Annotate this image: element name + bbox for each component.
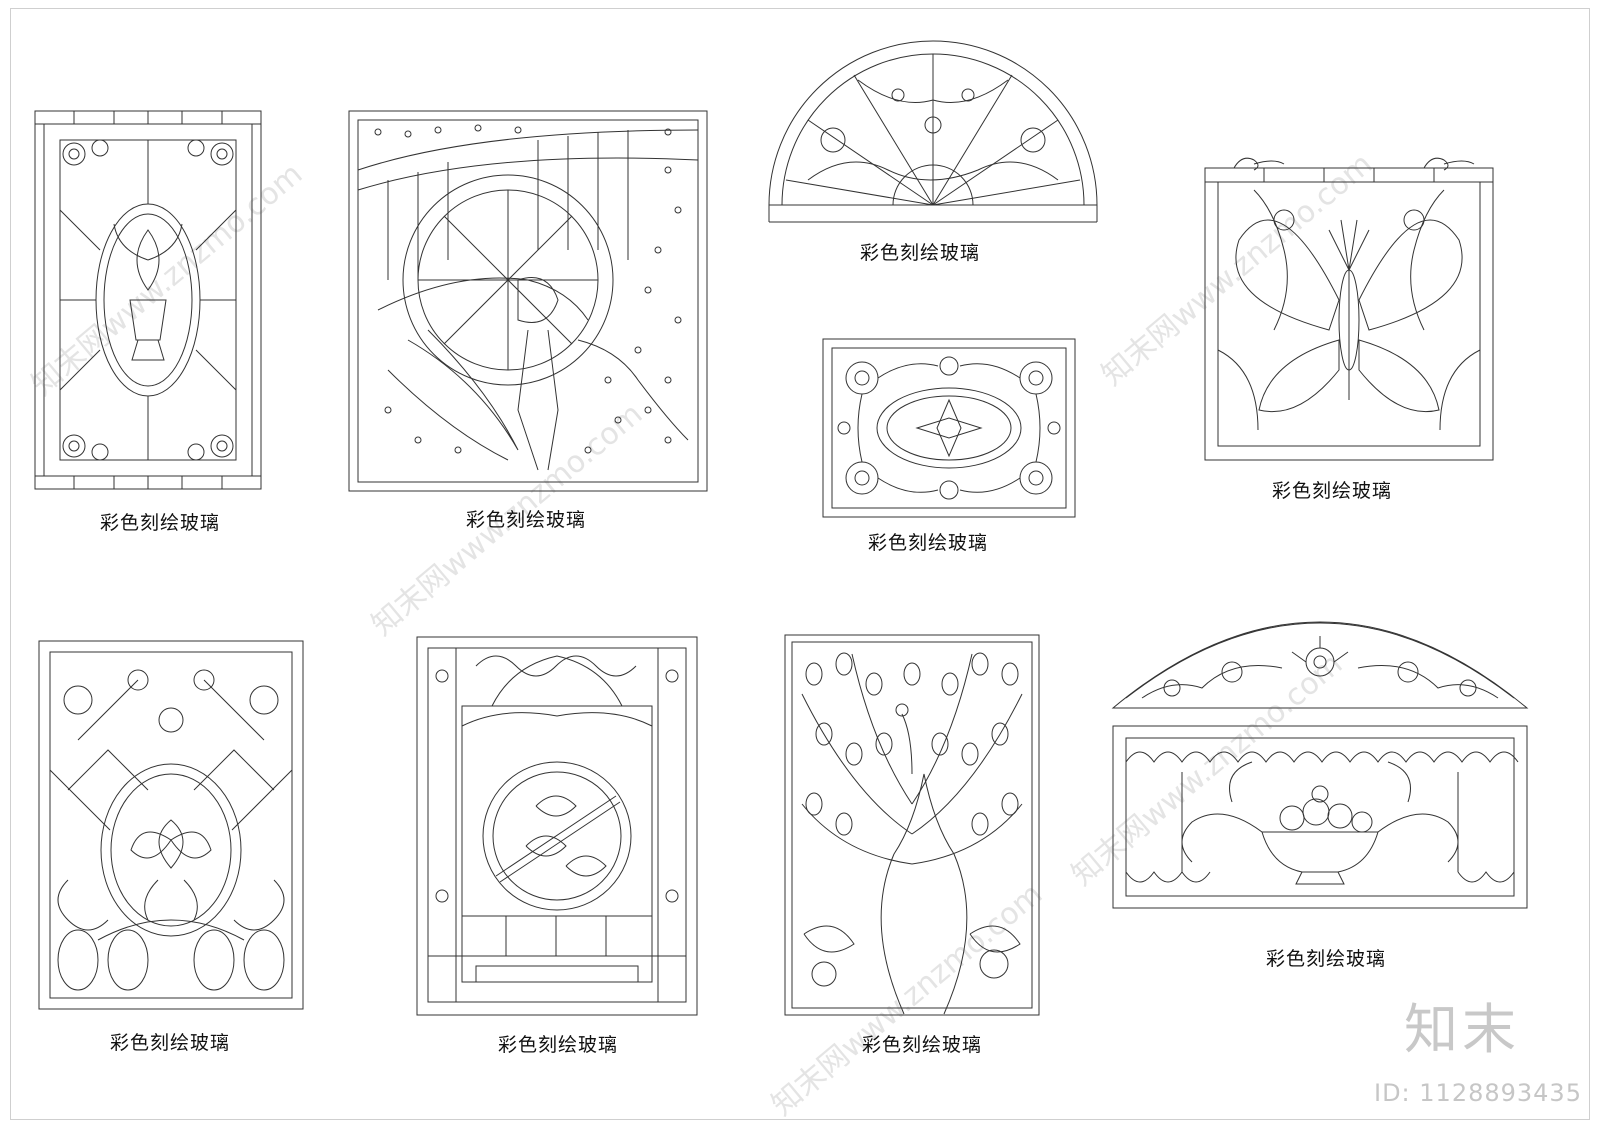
panel-caption: 彩色刻绘玻璃 (1266, 948, 1387, 970)
glass-panel-medallion (822, 338, 1076, 518)
glass-panel-floral-oval (38, 640, 304, 1010)
brand-logo: 知末 (1404, 998, 1520, 1061)
panel-caption: 彩色刻绘玻璃 (100, 512, 221, 534)
brand-id: ID: 1128893435 (1374, 1079, 1582, 1107)
panel-caption: 彩色刻绘玻璃 (110, 1032, 231, 1054)
panel-caption: 彩色刻绘玻璃 (498, 1034, 619, 1056)
glass-panel-framed-circle (416, 636, 698, 1016)
glass-panel-peacock (784, 634, 1040, 1016)
panel-caption: 彩色刻绘玻璃 (1272, 480, 1393, 502)
glass-panel-butterfly (1204, 157, 1494, 461)
panel-caption: 彩色刻绘玻璃 (868, 532, 989, 554)
panel-caption: 彩色刻绘玻璃 (860, 242, 981, 264)
panel-caption: 彩色刻绘玻璃 (466, 509, 587, 531)
glass-panel-fruit-bowl (1111, 621, 1529, 909)
glass-panel-half-round (768, 40, 1098, 223)
glass-panel-rose-vase (34, 110, 262, 490)
glass-panel-dancer (348, 110, 708, 492)
panel-caption: 彩色刻绘玻璃 (862, 1034, 983, 1056)
drawing-sheet (10, 8, 1590, 1120)
